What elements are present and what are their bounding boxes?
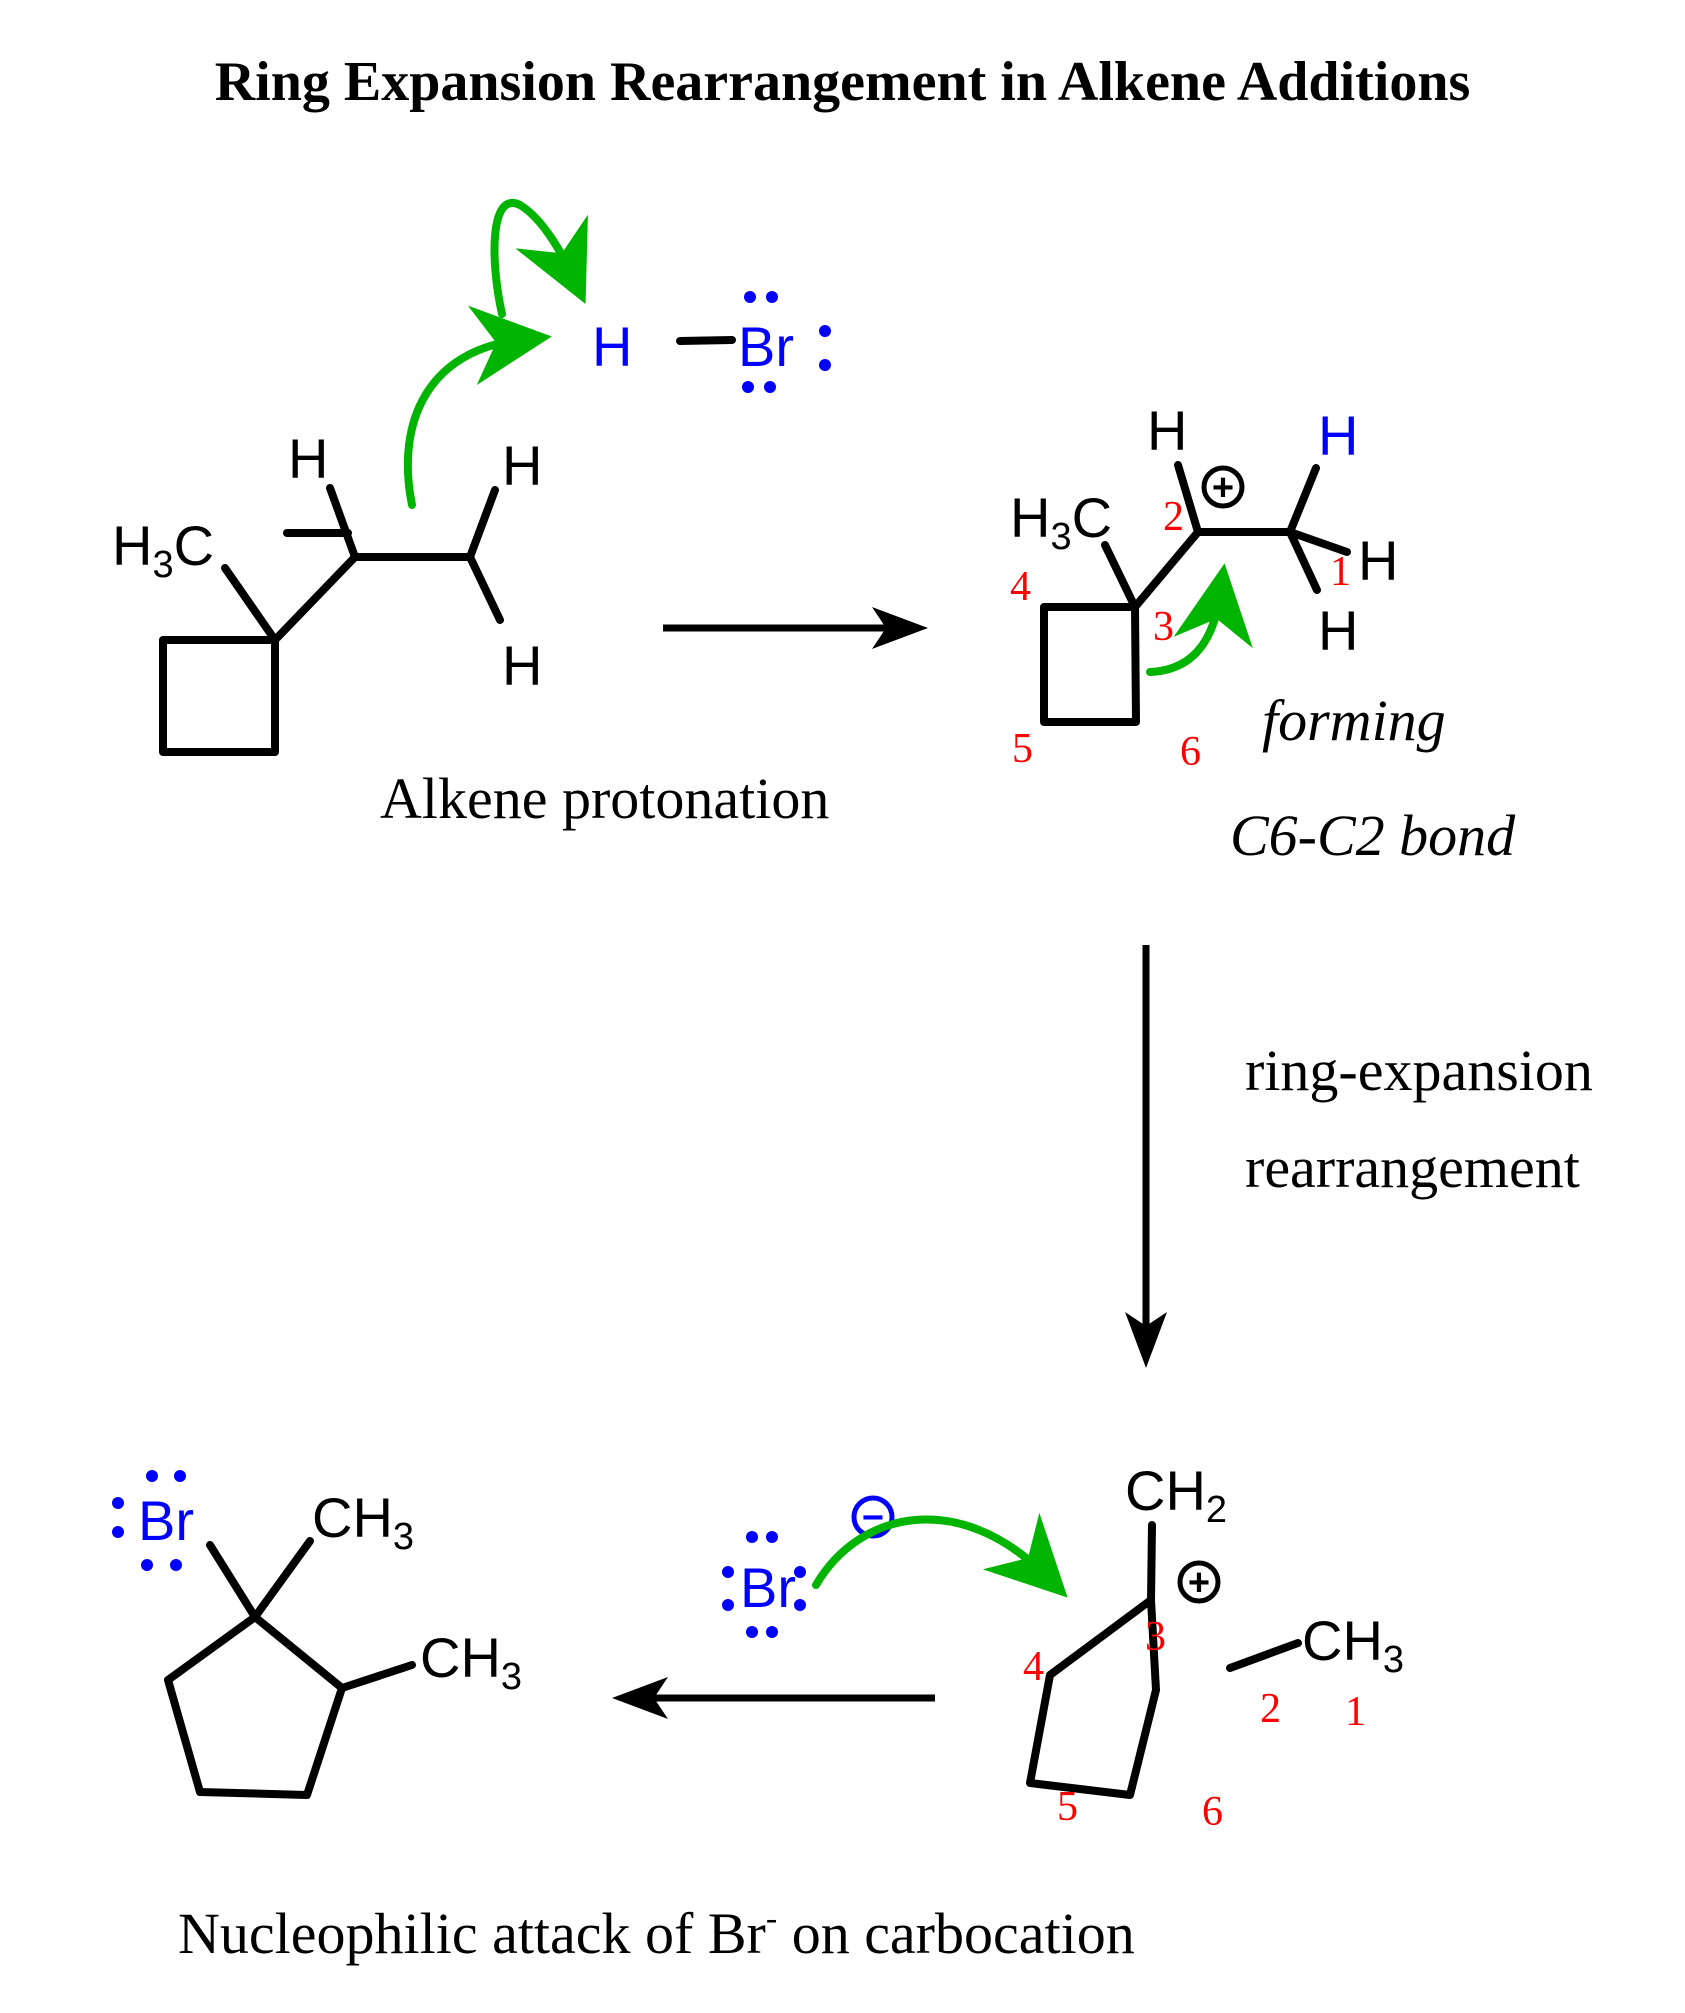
h-label: H — [1147, 399, 1187, 462]
svg-text:4: 4 — [1023, 1644, 1044, 1690]
ch3-label: CH3 — [420, 1626, 522, 1698]
svg-text:4: 4 — [1010, 564, 1031, 610]
svg-text:3: 3 — [1153, 604, 1174, 650]
br-label: Br — [738, 315, 794, 378]
h-label: H — [288, 427, 328, 490]
caption-forming: forming — [1262, 688, 1446, 753]
h-label: H — [502, 434, 542, 497]
h3c-label: H3C — [1010, 486, 1112, 558]
added-h-label: H — [1318, 404, 1358, 467]
svg-text:Br: Br — [740, 1556, 796, 1619]
h-label: H — [502, 634, 542, 697]
svg-text:5: 5 — [1012, 726, 1033, 772]
methyl-bond — [221, 564, 279, 644]
svg-text:5: 5 — [1057, 1784, 1078, 1830]
step1-caption: Alkene protonation — [380, 766, 829, 831]
rearranged-carbocation: CH2 CH3 + 1 2 3 4 5 6 — [1023, 1459, 1404, 1835]
product-molecule: Br CH3 CH3 — [112, 1470, 522, 1799]
svg-text:1: 1 — [1330, 549, 1351, 595]
svg-text:2: 2 — [1163, 494, 1184, 540]
cyclobutane-ring — [1040, 603, 1140, 726]
br-label: Br — [138, 1489, 194, 1552]
caption-bond: C6-C2 bond — [1230, 803, 1516, 868]
cyclobutane-ring — [159, 636, 279, 756]
ch2-label: CH2 — [1125, 1459, 1227, 1531]
svg-text:+: + — [1188, 1562, 1210, 1604]
plus-charge-icon: + — [1201, 465, 1245, 509]
svg-text:6: 6 — [1180, 729, 1201, 775]
plus-charge-icon: + — [1177, 1560, 1221, 1604]
rearrangement-label: rearrangement — [1245, 1135, 1580, 1200]
h-label: H — [592, 315, 632, 378]
carbocation-intermediate: H3C H H H H + 1 2 3 4 5 6 — [1010, 399, 1398, 775]
ch3-label: CH3 — [312, 1486, 414, 1558]
curved-arrow-icon — [1146, 563, 1253, 676]
curved-arrow-icon — [490, 199, 588, 318]
lone-pair-dots — [742, 291, 831, 393]
ch3-label: CH3 — [1302, 1609, 1404, 1681]
vinyl-bond — [271, 553, 359, 644]
curved-arrow-icon — [403, 305, 552, 509]
svg-text:2: 2 — [1260, 1686, 1281, 1732]
svg-text:+: + — [1212, 467, 1234, 509]
svg-text:3: 3 — [1145, 1614, 1166, 1660]
svg-text:6: 6 — [1202, 1789, 1223, 1835]
rearrangement-label: ring-expansion — [1245, 1038, 1593, 1103]
bottom-caption: Nucleophilic attack of Br- on carbocatio… — [178, 1900, 1135, 1966]
h-label: H — [1318, 599, 1358, 662]
page-title: Ring Expansion Rearrangement in Alkene A… — [214, 51, 1471, 113]
h-label: H — [1358, 529, 1398, 592]
curved-arrow-icon — [812, 1512, 1068, 1598]
svg-text:1: 1 — [1345, 1689, 1366, 1735]
cyclopentane-ring — [164, 1613, 346, 1799]
cyclopentane-ring — [1026, 1596, 1160, 1799]
br-anion: Br − — [722, 1495, 895, 1638]
hbr-reagent: H Br — [592, 291, 831, 393]
h3c-label: H3C — [112, 514, 214, 586]
reactant-molecule: H3C H H H — [112, 427, 542, 756]
